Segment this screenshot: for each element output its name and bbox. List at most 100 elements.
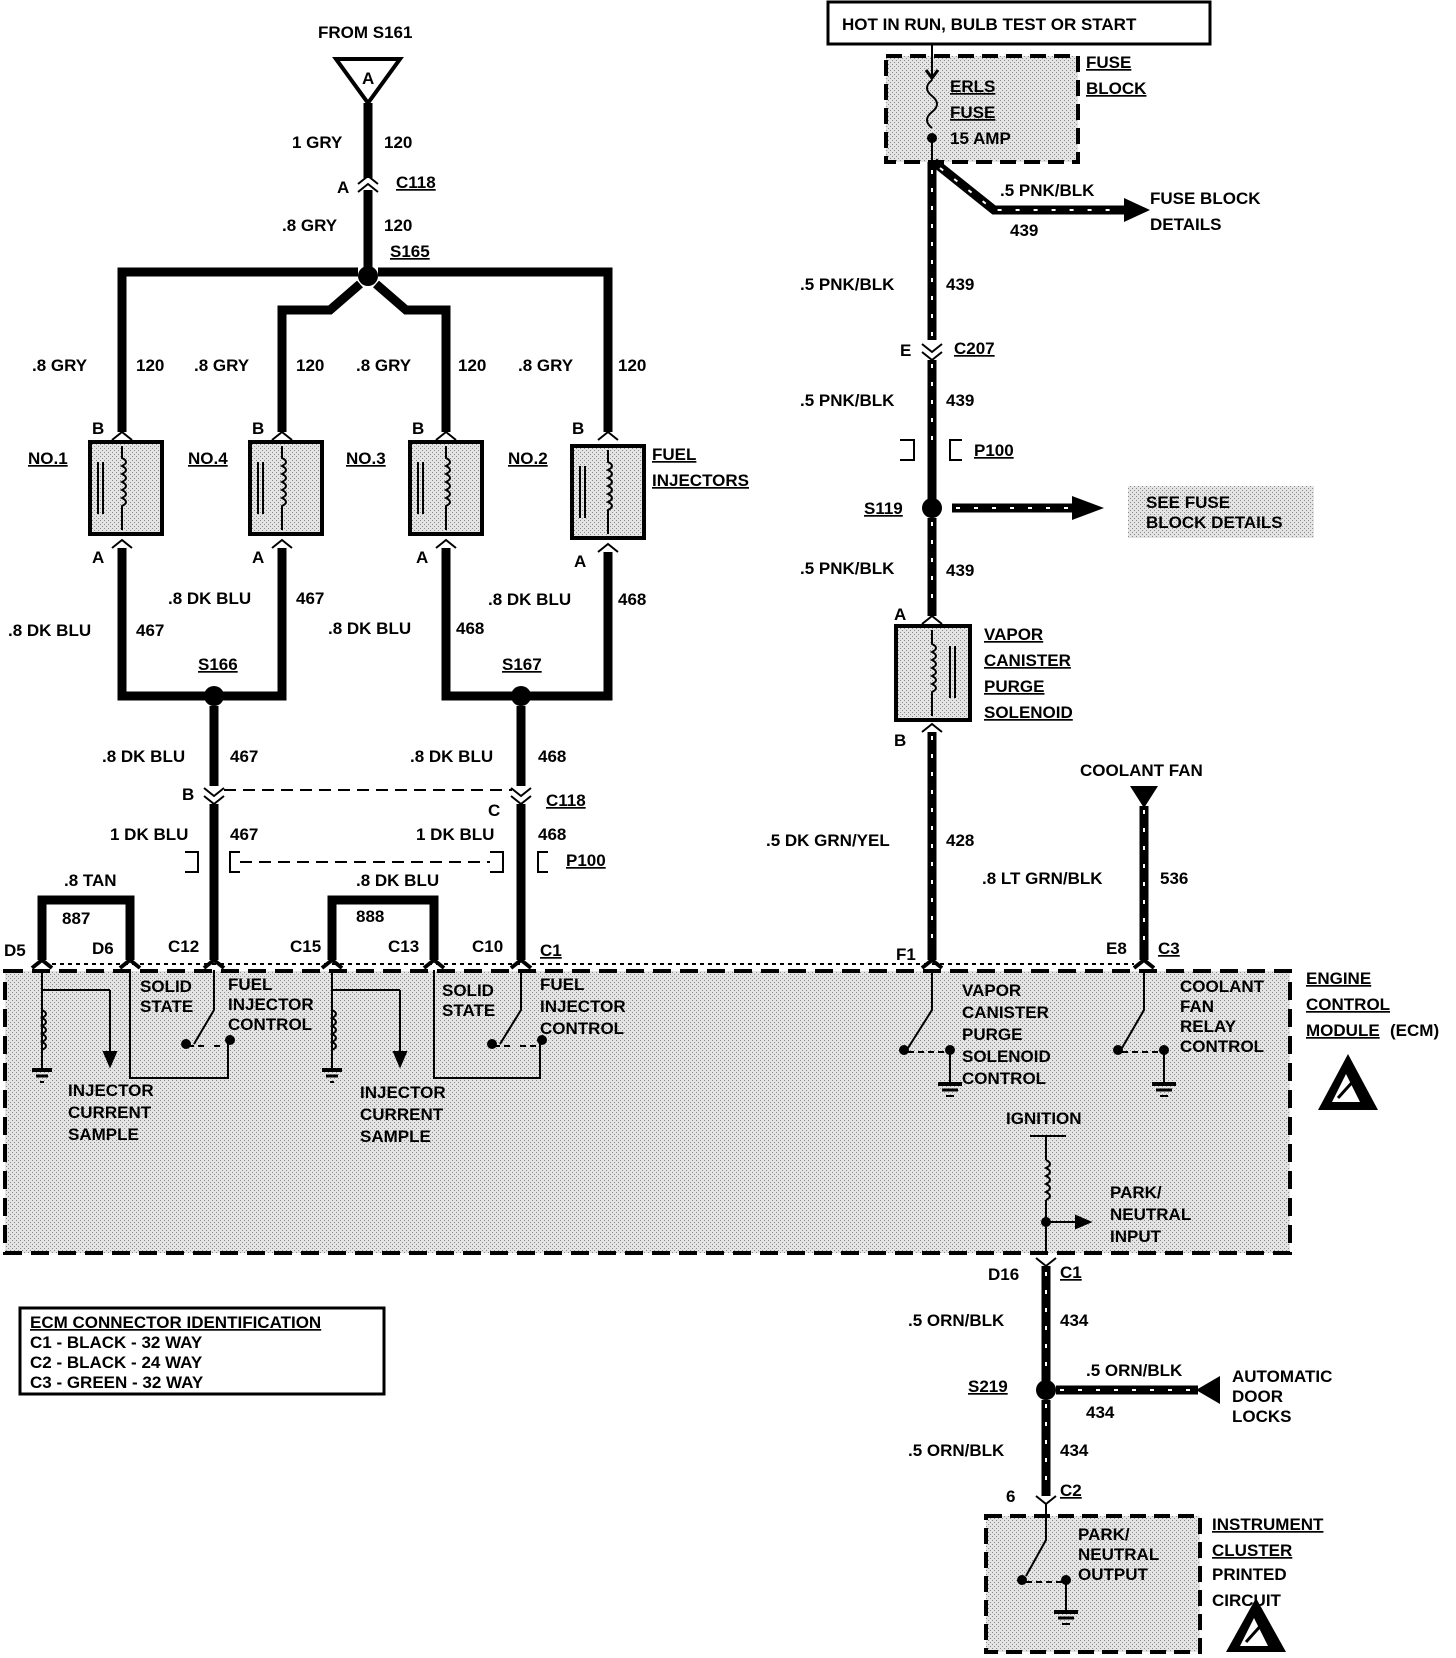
connector-id-row-1: C1 - BLACK - 32 WAY: [30, 1333, 203, 1352]
pin-c13: C13: [388, 937, 419, 956]
fuse-block-details-2: DETAILS: [1150, 215, 1221, 234]
injector-current-sample-circuit-1: [32, 970, 118, 1083]
injector-no3-label: NO.3: [346, 449, 386, 468]
p100-label-lower: P100: [566, 851, 606, 870]
splice-s219: [1036, 1380, 1056, 1400]
see-fuse-line1: SEE FUSE: [1146, 493, 1230, 512]
right-w6-label: .5 ORN/BLK: [908, 1311, 1005, 1330]
s219-label: S219: [968, 1377, 1008, 1396]
pno-line2: NEUTRAL: [1078, 1545, 1159, 1564]
coolant-fan-control-circuit: [1113, 970, 1176, 1097]
cfc-line1: COOLANT: [1180, 977, 1265, 996]
fic1-line2: INJECTOR: [228, 995, 314, 1014]
right-w1-circuit: 439: [946, 275, 974, 294]
pin-c3: C3: [1158, 939, 1180, 958]
ic-line2: CLUSTER: [1212, 1541, 1292, 1560]
pin-d16: D16: [988, 1265, 1019, 1284]
tan-wire-label: .8 TAN: [64, 871, 117, 890]
right-w6-circuit: 434: [1060, 1311, 1089, 1330]
pin-c15: C15: [290, 937, 321, 956]
cfc-line4: CONTROL: [1180, 1037, 1264, 1056]
vapor-purge-control-circuit: [899, 970, 962, 1097]
fuse-line3: 15 AMP: [950, 129, 1011, 148]
adl-wire-circuit: 434: [1086, 1403, 1115, 1422]
svg-text:B: B: [92, 419, 104, 438]
fuel-injector-control-circuit-2: [433, 970, 547, 1079]
esd-warning-icon-ecm: [1318, 1054, 1378, 1110]
fic2-line2: INJECTOR: [540, 997, 626, 1016]
injector-no2-label: NO.2: [508, 449, 548, 468]
right-w3-circuit: 439: [946, 561, 974, 580]
hot-label-box: [826, 0, 1212, 46]
wire-inj3-circuit: 468: [456, 619, 484, 638]
splice-s166: [204, 686, 224, 706]
ignition-label: IGNITION: [1006, 1109, 1082, 1128]
injector-no1: B A: [88, 419, 164, 567]
wire-l2-label: 1 DK BLU: [110, 825, 188, 844]
right-w2-label: .5 PNK/BLK: [800, 391, 895, 410]
pin-d5: D5: [4, 941, 26, 960]
right-w5-circuit: 536: [1160, 869, 1188, 888]
c207-pin-e: E: [900, 341, 911, 360]
wire-1gry-label: 1 GRY: [292, 133, 343, 152]
wire-8gry-label: .8 GRY: [282, 216, 338, 235]
wire-inj2-label: .8 DK BLU: [488, 590, 571, 609]
svg-text:A: A: [92, 548, 104, 567]
pin-c12: C12: [168, 937, 199, 956]
wire-l1-label: .8 DK BLU: [102, 747, 185, 766]
splice-s119: [922, 498, 942, 518]
inj2-wire-label: .8 GRY: [518, 356, 574, 375]
cfc-line3: RELAY: [1180, 1017, 1237, 1036]
vapor-pin-a: A: [894, 605, 906, 624]
pni-line2: NEUTRAL: [1110, 1205, 1191, 1224]
ics2-line3: SAMPLE: [360, 1127, 431, 1146]
ecm-pin-chevrons: [30, 957, 1156, 970]
ics1-line3: SAMPLE: [68, 1125, 139, 1144]
pin-e8: E8: [1106, 939, 1127, 958]
vapor-line1: VAPOR: [984, 625, 1043, 644]
auto-door-line2: DOOR: [1232, 1387, 1283, 1406]
pin-c1-top: C1: [540, 941, 562, 960]
ics1-line2: CURRENT: [68, 1103, 152, 1122]
s166-label: S166: [198, 655, 238, 674]
pni-line3: INPUT: [1110, 1227, 1162, 1246]
injector-no4-label: NO.4: [188, 449, 228, 468]
connector-id-box: [18, 1306, 386, 1396]
svg-text:A: A: [416, 548, 428, 567]
auto-door-line3: LOCKS: [1232, 1407, 1292, 1426]
inj4-circuit: 120: [296, 356, 324, 375]
inj1-wire-label: .8 GRY: [32, 356, 88, 375]
connector-a-label: A: [362, 69, 374, 88]
wire-r1-label: .8 DK BLU: [410, 747, 493, 766]
fic2-line3: CONTROL: [540, 1019, 624, 1038]
splice-s167: [511, 686, 531, 706]
right-w2-circuit: 439: [946, 391, 974, 410]
pni-line1: PARK/: [1110, 1183, 1162, 1202]
wire-r2-label: 1 DK BLU: [416, 825, 494, 844]
fuse-block-box: [884, 54, 1080, 164]
inj1-circuit: 120: [136, 356, 164, 375]
ecm-label-2: CONTROL: [1306, 995, 1390, 1014]
injector-no4: B A: [248, 419, 324, 567]
dkblu-jumper-label: .8 DK BLU: [356, 871, 439, 890]
wire-inj3-label: .8 DK BLU: [328, 619, 411, 638]
fuse-line2: FUSE: [950, 103, 995, 122]
vpc-line3: PURGE: [962, 1025, 1022, 1044]
pno-line1: PARK/: [1078, 1525, 1130, 1544]
fuse-block-label-1: FUSE: [1086, 53, 1131, 72]
pin-d6: D6: [92, 939, 114, 958]
ics2-line1: INJECTOR: [360, 1083, 446, 1102]
injector-no3: B A: [408, 419, 484, 567]
ss2-line1: SOLID: [442, 981, 494, 1000]
ecm-label-1: ENGINE: [1306, 969, 1371, 988]
tan-wire-circuit: 887: [62, 909, 90, 928]
injector-no1-label: NO.1: [28, 449, 68, 468]
svg-text:A: A: [574, 552, 586, 571]
p100-label-right: P100: [974, 441, 1014, 460]
fic2-line1: FUEL: [540, 975, 584, 994]
right-w4-circuit: 428: [946, 831, 974, 850]
c118-pin-c: C: [488, 801, 500, 820]
c118-pin-b: B: [182, 785, 194, 804]
dkblu-jumper-circuit: 888: [356, 907, 384, 926]
